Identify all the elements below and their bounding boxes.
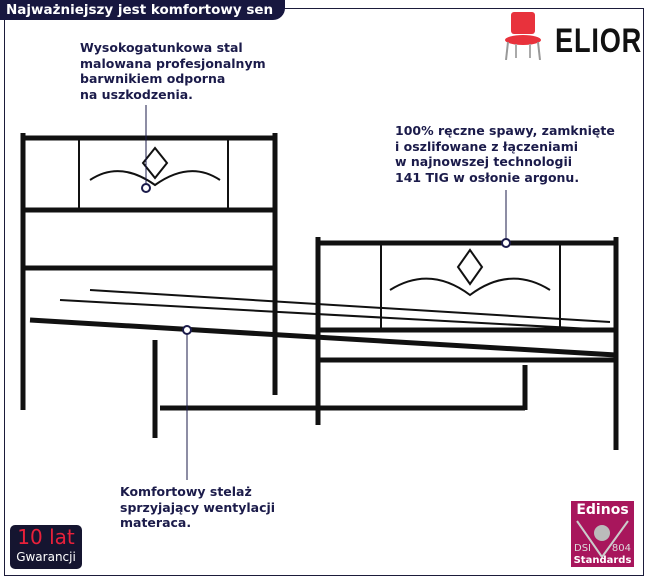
- callout-line: w najnowszej technologii: [395, 154, 573, 169]
- warranty-years: 10 lat: [17, 525, 75, 549]
- callout-line: na uszkodzenia.: [80, 86, 193, 102]
- callout-line: malowana profesjonalnym: [80, 55, 266, 71]
- callout-frame: Komfortowy stelaż sprzyjający wentylacji…: [120, 484, 275, 531]
- header-title: Najważniejszy jest komfortowy sen: [0, 0, 286, 20]
- callout-line: materaca.: [120, 515, 192, 530]
- callout-line: 100% ręczne spawy, zamknięte: [395, 123, 615, 138]
- chair-icon: [505, 12, 541, 60]
- callout-line: Komfortowy stelaż: [120, 484, 252, 499]
- callout-line: Wysokogatunkowa stal: [80, 40, 243, 55]
- callout-welds: 100% ręczne spawy, zamknięte i oszlifowa…: [395, 123, 615, 185]
- certificate-brand: Edinos: [576, 502, 629, 518]
- warranty-label: Gwarancji: [16, 550, 76, 564]
- frame: [4, 8, 644, 576]
- certificate-label: Standards: [573, 555, 632, 566]
- callout-line: barwnikiem odporna: [80, 71, 226, 86]
- certificate-right: 804: [611, 543, 631, 554]
- warranty-badge: 10 lat Gwarancji: [10, 525, 82, 569]
- certificate-v-icon: [576, 520, 629, 559]
- callout-line: 141 TIG w osłonie argonu.: [395, 169, 580, 185]
- certificate-badge: Edinos DSI 804 Standards: [571, 501, 634, 567]
- brand-logo: ELIOR: [555, 22, 643, 60]
- callout-line: sprzyjający wentylacji: [120, 499, 276, 515]
- callout-steel: Wysokogatunkowa stal malowana profesjona…: [80, 40, 266, 102]
- callout-line: i oszlifowane z łączeniami: [395, 138, 579, 154]
- certificate-left: DSI: [574, 543, 591, 554]
